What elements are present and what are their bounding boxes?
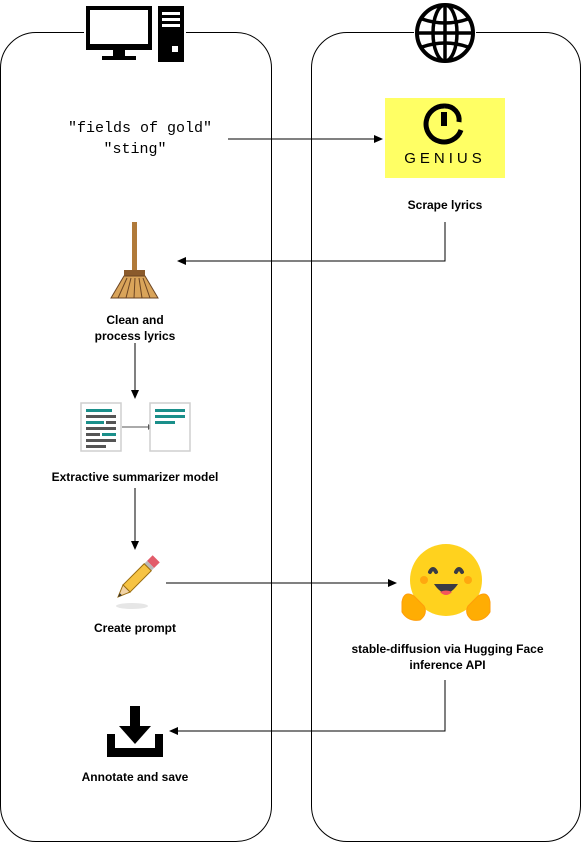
stable-diffusion-line1: stable-diffusion via Hugging Face [351,642,544,656]
genius-mark-icon [423,103,464,145]
query-song-title: "fields of gold" [67,120,213,137]
stable-diffusion-label: stable-diffusion via Hugging Face infere… [330,641,565,673]
genius-wordmark: GENIUS [404,150,486,167]
query-artist: "sting" [103,141,167,158]
clean-process-label: Clean and process lyrics [75,312,195,344]
summarizer-doc-icon [80,402,191,452]
download-icon [107,706,163,757]
pencil-icon [116,555,160,609]
annotate-save-label: Annotate and save [81,770,189,784]
globe-icon [414,2,476,64]
computer-icon [84,2,186,64]
scrape-lyrics-label: Scrape lyrics [407,198,483,212]
clean-process-line2: process lyrics [94,329,176,343]
clean-process-line1: Clean and [106,313,164,327]
genius-logo: GENIUS [385,98,505,178]
hugging-face-icon [401,544,491,621]
summarizer-label: Extractive summarizer model [51,470,219,484]
create-prompt-label: Create prompt [93,621,176,635]
stable-diffusion-line2: inference API [409,658,486,672]
broom-icon [110,222,159,299]
